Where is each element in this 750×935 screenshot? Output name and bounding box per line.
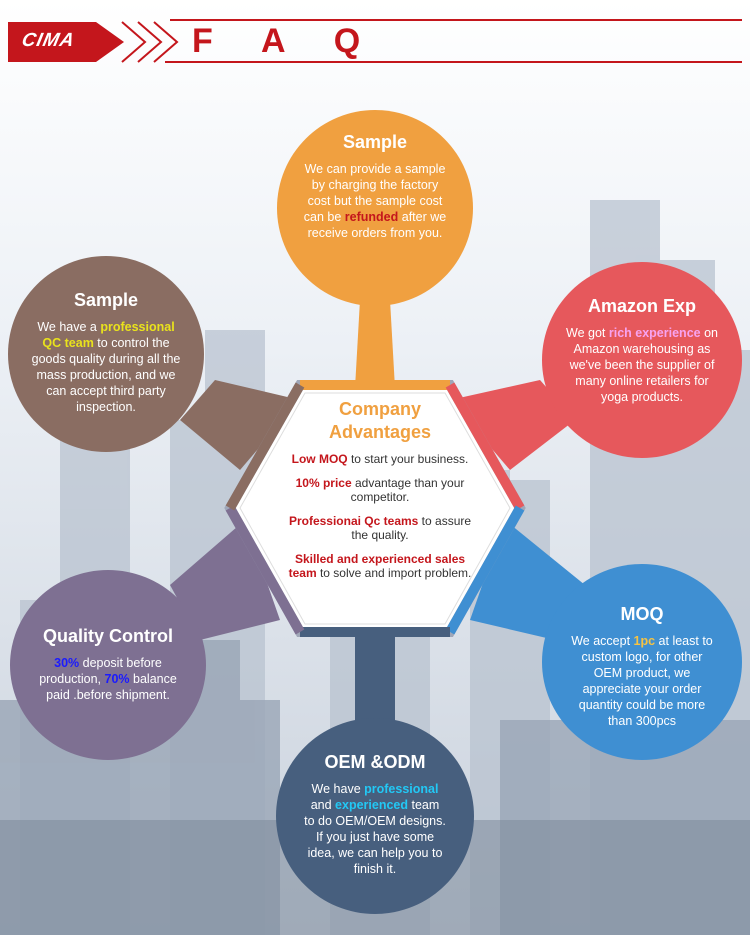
oem-odm-body: We have professional and experienced tea…: [304, 781, 446, 877]
quality-control-highlight-deposit: 30%: [54, 656, 80, 670]
oem-odm-circle: OEM &ODM We have professional and experi…: [276, 718, 474, 914]
company-advantages-panel: Company Advantages Low MOQ to start your…: [282, 398, 478, 590]
moq-text-end: at least to custom logo, for other OEM p…: [578, 634, 713, 728]
sample-left-circle: Sample We have a professional QC team to…: [8, 256, 204, 452]
advantages-title: Company Advantages: [282, 398, 478, 444]
sample-top-highlight: refunded: [344, 210, 399, 224]
moq-text: We accept: [571, 634, 634, 648]
advantages-title-line1: Company: [338, 399, 421, 419]
sample-top-text-end: after we receive orders from you.: [307, 210, 447, 240]
quality-control-text: deposit before production,: [39, 656, 162, 686]
oem-odm-highlight-experienced: experienced: [335, 798, 409, 812]
amazon-exp-body: We got rich experience on Amazon warehou…: [566, 325, 718, 405]
quality-control-highlight-balance: 70%: [104, 672, 130, 686]
moq-highlight: 1pc: [633, 634, 656, 648]
advantage-item: 10% price advantage than your competitor…: [282, 476, 478, 504]
quality-control-body: 30% deposit before production, 70% balan…: [32, 655, 184, 703]
oem-odm-text: We have: [311, 782, 365, 796]
advantage-highlight: Low MOQ: [291, 452, 348, 466]
amazon-exp-text-end: on Amazon warehousing as we've been the …: [569, 326, 718, 404]
oem-odm-text-end: team to do OEM/OEM designs. If you just …: [304, 798, 446, 876]
page-title: F A Q: [192, 22, 381, 60]
quality-control-circle: Quality Control 30% deposit before produ…: [10, 570, 206, 760]
advantage-highlight: Skilled and experienced sales team: [288, 552, 466, 580]
advantage-item: Low MOQ to start your business.: [282, 452, 478, 466]
amazon-exp-circle: Amazon Exp We got rich experience on Ama…: [542, 262, 742, 458]
oem-odm-title: OEM &ODM: [324, 752, 426, 772]
advantage-highlight: 10% price: [295, 476, 352, 490]
sample-top-circle: Sample We can provide a sample by chargi…: [277, 110, 473, 306]
amazon-exp-title: Amazon Exp: [587, 296, 697, 316]
sample-left-text-end: to control the goods quality during all …: [31, 336, 181, 414]
amazon-exp-text: We got: [566, 326, 609, 340]
oem-odm-highlight-professional: professional: [364, 782, 439, 796]
sample-left-highlight: professional QC team: [42, 320, 175, 350]
advantage-text: to solve and import problem.: [316, 566, 472, 580]
header-bar: CIMA F A Q: [0, 0, 750, 80]
advantage-text: to assure the quality.: [351, 514, 472, 542]
advantage-item: Skilled and experienced sales team to so…: [282, 552, 478, 580]
quality-control-title: Quality Control: [43, 626, 173, 646]
sample-top-title: Sample: [342, 132, 408, 152]
quality-control-text-end: balance paid .before shipment.: [46, 672, 177, 702]
moq-body: We accept 1pc at least to custom logo, f…: [566, 633, 718, 729]
header-decoration: [8, 19, 742, 63]
oem-odm-text-mid: and: [310, 798, 336, 812]
advantages-title-line2: Advantages: [328, 422, 432, 442]
advantage-highlight: Professionai Qc teams: [288, 514, 419, 528]
amazon-exp-highlight: rich experience: [608, 326, 701, 340]
sample-top-body: We can provide a sample by charging the …: [303, 161, 447, 241]
sample-top-text: We can provide a sample by charging the …: [303, 162, 446, 224]
moq-title: MOQ: [620, 604, 664, 624]
sample-left-title: Sample: [73, 290, 139, 310]
advantage-text: to start your business.: [347, 452, 469, 466]
sample-left-body: We have a professional QC team to contro…: [30, 319, 182, 415]
moq-circle: MOQ We accept 1pc at least to custom log…: [542, 564, 742, 760]
advantage-text: advantage than your competitor.: [350, 476, 465, 504]
advantage-item: Professionai Qc teams to assure the qual…: [282, 514, 478, 542]
sample-left-text: We have a: [37, 320, 101, 334]
